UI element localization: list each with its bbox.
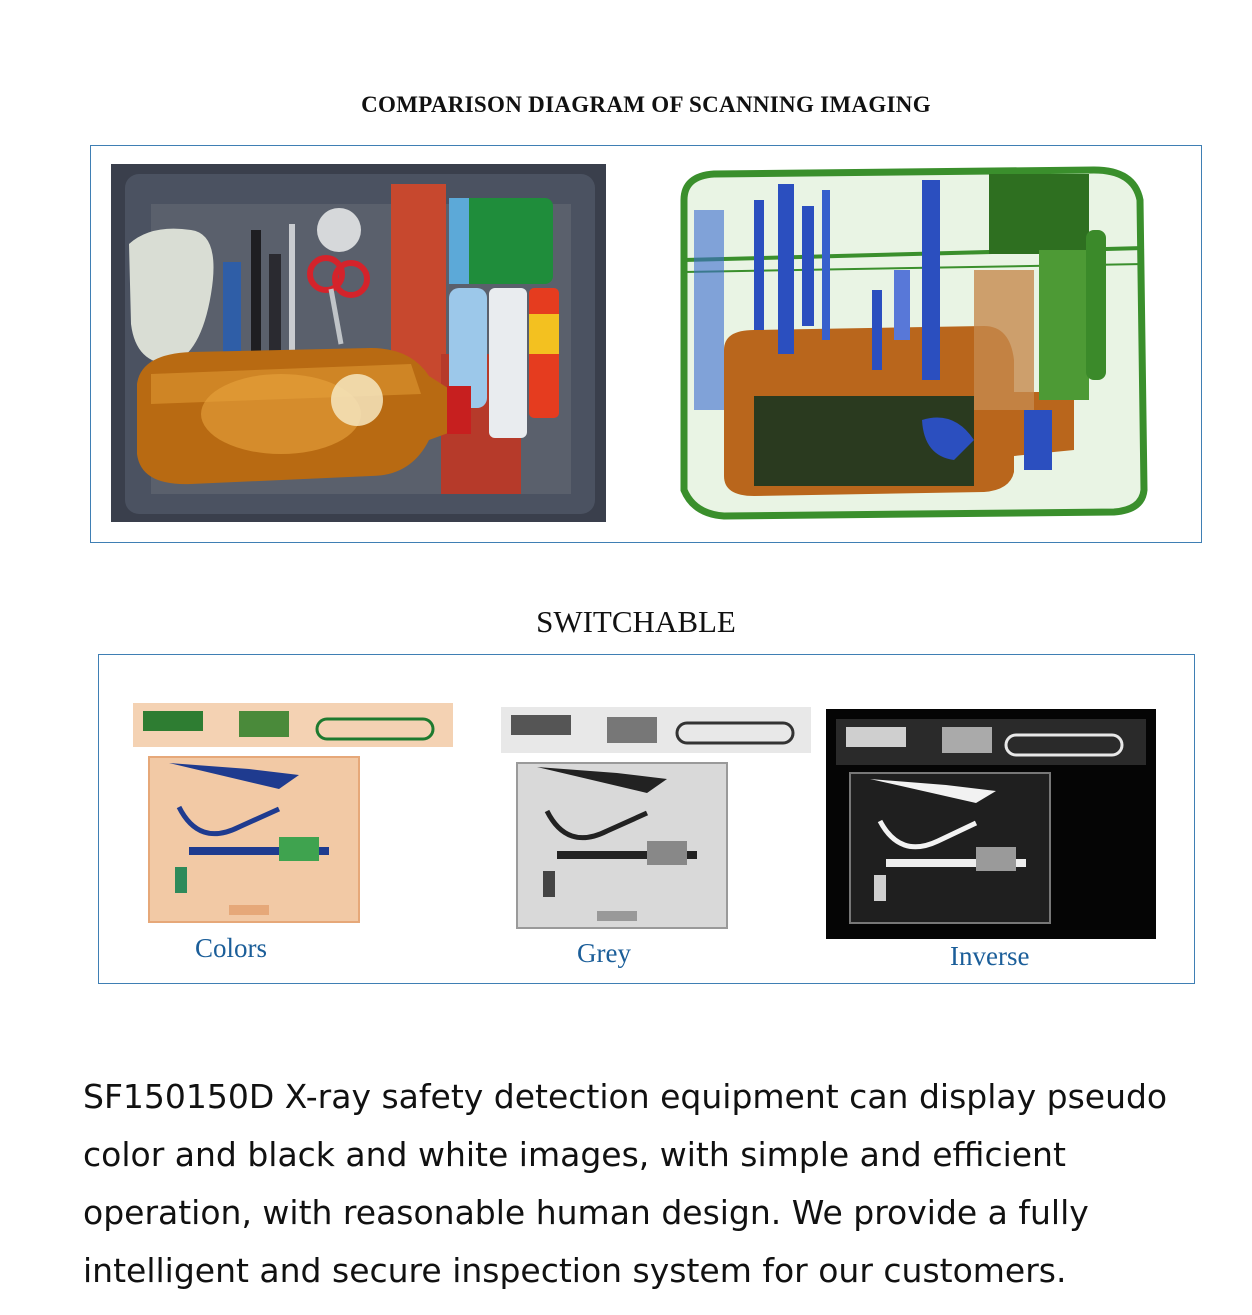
suitcase-photo [111, 164, 606, 522]
grey-caption: Grey [577, 938, 631, 968]
switchable-panel: Colors Grey Inverse [98, 654, 1195, 984]
inverse-mode-image [826, 709, 1156, 939]
product-description: SF150150D X-ray safety detection equipme… [83, 1077, 1168, 1290]
colors-caption: Colors [195, 933, 268, 963]
comparison-panel [90, 145, 1202, 543]
inverse-caption: Inverse [950, 941, 1030, 971]
colors-mode-image [129, 697, 459, 937]
grey-mode-image [497, 701, 817, 941]
xray-scan-image [654, 160, 1154, 532]
switchable-heading: SWITCHABLE [536, 604, 736, 639]
comparison-heading: COMPARISON DIAGRAM OF SCANNING IMAGING [361, 92, 931, 117]
